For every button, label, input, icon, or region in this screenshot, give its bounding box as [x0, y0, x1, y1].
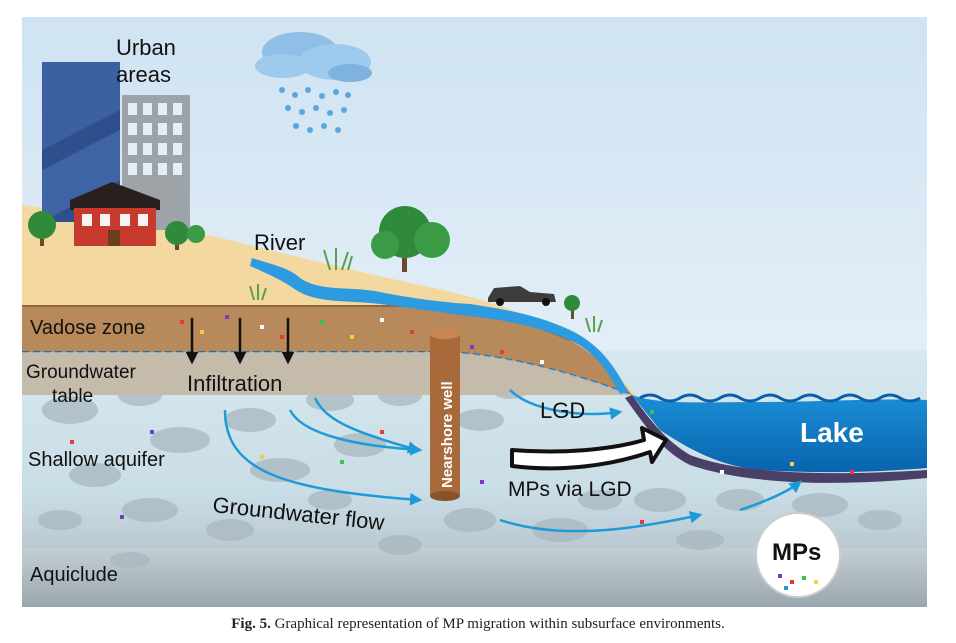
label-lgd: LGD	[540, 398, 585, 423]
label-groundwater-table-line2: table	[52, 386, 93, 407]
caption-text: Graphical representation of MP migration…	[275, 616, 725, 632]
label-vadose-zone: Vadose zone	[30, 317, 145, 339]
label-urban-line2: areas	[116, 62, 171, 87]
label-shallow-aquifer: Shallow aquifer	[28, 449, 165, 471]
figure-caption: Fig. 5. Graphical representation of MP m…	[0, 616, 956, 633]
label-groundwater-table-line1: Groundwater	[26, 362, 137, 383]
label-infiltration: Infiltration	[187, 371, 282, 396]
label-nearshore-well: Nearshore well	[439, 381, 456, 488]
label-mps-via-lgd: MPs via LGD	[508, 478, 632, 501]
label-river: River	[254, 230, 305, 255]
label-urban-line1: Urban	[116, 35, 176, 60]
label-lake: Lake	[800, 417, 864, 448]
label-mps: MPs	[772, 539, 821, 566]
caption-label: Fig. 5.	[231, 616, 271, 632]
label-aquiclude: Aquiclude	[30, 564, 118, 586]
